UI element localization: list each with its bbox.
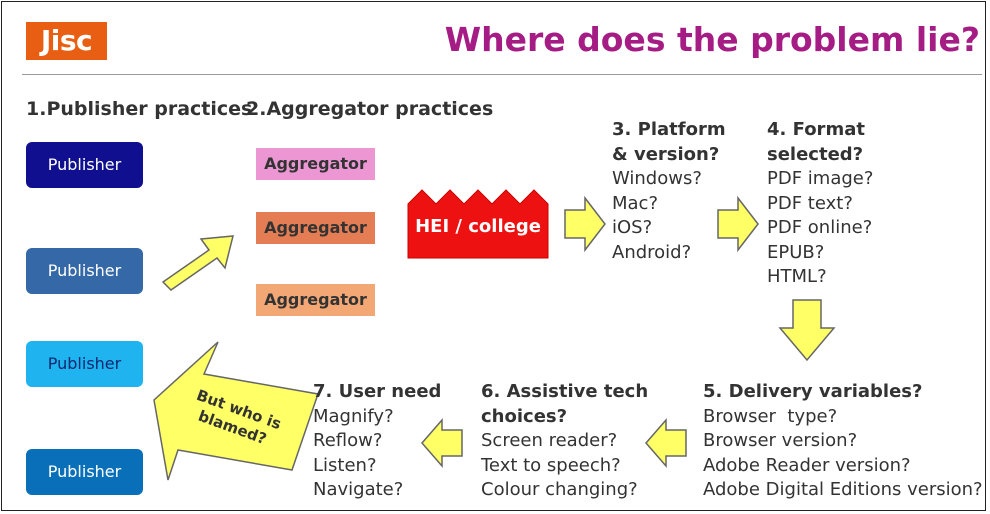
assistive-item: Screen reader? — [481, 430, 618, 451]
assistive-block: 6. Assistive tech choices? Screen reader… — [481, 380, 648, 503]
arrow-to-user-need — [421, 417, 463, 469]
aggregator-box-1: Aggregator — [256, 148, 375, 180]
format-heading-2: selected? — [767, 143, 864, 165]
format-block: 4. Format selected? PDF image? PDF text?… — [767, 118, 873, 290]
format-item: EPUB? — [767, 241, 825, 263]
format-item: PDF image? — [767, 168, 874, 189]
format-item: PDF text? — [767, 192, 853, 214]
publisher-box-3: Publisher — [26, 341, 143, 387]
user-need-heading: 7. User need — [313, 381, 442, 402]
blame-arrow — [153, 341, 319, 481]
arrow-to-format — [717, 195, 759, 253]
assistive-item: Colour changing? — [481, 479, 638, 500]
format-heading-1: 4. Format — [767, 119, 865, 140]
platform-item: Android? — [612, 241, 692, 263]
publisher-box-1: Publisher — [26, 142, 143, 188]
delivery-block: 5. Delivery variables? Browser type? Bro… — [703, 380, 983, 503]
platform-item: Windows? — [612, 168, 702, 189]
delivery-heading: 5. Delivery variables? — [703, 381, 923, 402]
arrow-to-delivery — [778, 299, 836, 362]
publisher-box-2: Publisher — [26, 248, 143, 294]
format-item: PDF online? — [767, 217, 873, 238]
delivery-item: Browser version? — [703, 430, 858, 451]
aggregator-box-2: Aggregator — [256, 212, 375, 244]
hei-building-shape — [407, 189, 549, 259]
platform-heading-2: & version? — [612, 143, 720, 165]
jisc-logo: Jisc — [26, 22, 107, 60]
user-need-item: Navigate? — [313, 479, 404, 500]
delivery-item: Browser type? — [703, 405, 838, 427]
aggregator-box-3: Aggregator — [256, 284, 375, 316]
hei-college-label: HEI / college — [415, 216, 541, 237]
assistive-heading-1: 6. Assistive tech — [481, 381, 649, 402]
user-need-block: 7. User need Magnify? Reflow? Listen? Na… — [313, 380, 441, 503]
format-item: HTML? — [767, 266, 827, 287]
platform-item: iOS? — [612, 217, 653, 238]
aggregator-practices-heading: 2.Aggregator practices — [246, 98, 494, 120]
platform-heading-1: 3. Platform — [612, 119, 726, 140]
assistive-heading-2: choices? — [481, 405, 568, 427]
arrow-to-assistive — [645, 417, 687, 469]
user-need-item: Magnify? — [313, 405, 394, 427]
delivery-item: Adobe Reader version? — [703, 454, 911, 476]
platform-item: Mac? — [612, 192, 659, 214]
assistive-item: Text to speech? — [481, 454, 621, 476]
user-need-item: Listen? — [313, 454, 377, 476]
platform-block: 3. Platform & version? Windows? Mac? iOS… — [612, 118, 726, 265]
delivery-item: Adobe Digital Editions version? — [703, 479, 983, 500]
arrow-to-platform — [564, 195, 606, 253]
slide-title: Where does the problem lie? — [444, 20, 980, 59]
title-divider — [22, 74, 982, 75]
publisher-box-4: Publisher — [26, 449, 143, 495]
user-need-item: Reflow? — [313, 430, 383, 451]
publisher-practices-heading: 1.Publisher practices — [26, 98, 253, 120]
